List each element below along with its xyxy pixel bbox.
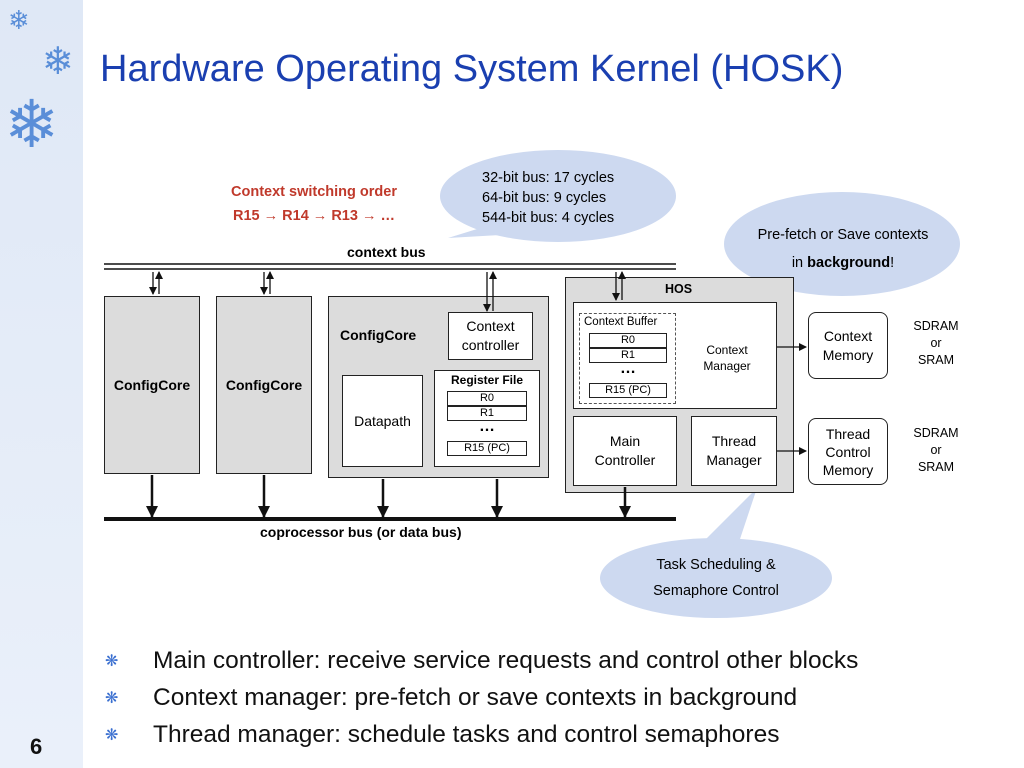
bus-cycles-line: 544-bit bus: 4 cycles [482, 210, 615, 226]
context-bus-label: context bus [347, 244, 426, 260]
page-number: 6 [30, 734, 43, 759]
snowflake-bullet-icon: ❋ [105, 688, 119, 707]
register-file-title: Register File [450, 373, 524, 387]
snowflake-icon: ❄ [42, 39, 74, 83]
prefetch-bubble [724, 192, 960, 296]
configcore-block-1: ConfigCore [104, 296, 200, 474]
context-manager-label: Context Manager [703, 343, 751, 373]
prefetch-line: Pre-fetch or Save contexts [757, 227, 929, 243]
register-file-dots: … [479, 418, 495, 435]
hos-title: HOS [665, 282, 693, 296]
register-file-reg: R1 [447, 406, 527, 421]
bus-cycles-text: 32-bit bus: 17 cycles 64-bit bus: 9 cycl… [482, 168, 614, 228]
task-line: Semaphore Control [653, 583, 779, 599]
bullet-list: ❋Main controller: receive service reques… [105, 642, 858, 753]
bus-cycles-bubble-tail [448, 225, 500, 238]
snowflake-bullet-icon: ❋ [105, 725, 119, 744]
context-buffer-dots: … [620, 360, 636, 377]
thread-manager-block: Thread Manager [691, 416, 777, 486]
snowflake-icon: ❄ [4, 86, 60, 163]
context-switch-title: Context switching order [231, 184, 397, 200]
prefetch-text: Pre-fetch or Save contexts in background… [740, 221, 946, 277]
thread-control-memory-block: Thread Control Memory [808, 418, 888, 485]
task-line: Task Scheduling & [656, 557, 776, 573]
bullet-item: ❋Context manager: pre-fetch or save cont… [105, 683, 798, 711]
configcore-block-2: ConfigCore [216, 296, 312, 474]
task-bubble-tail [705, 488, 757, 545]
bus-cycles-bubble [440, 150, 676, 242]
coprocessor-bus-label: coprocessor bus (or data bus) [260, 524, 462, 540]
context-buffer-title: Context Buffer [584, 316, 658, 328]
task-scheduling-text: Task Scheduling & Semaphore Control [626, 552, 806, 604]
main-controller-block: Main Controller [573, 416, 677, 486]
bus-cycles-line: 32-bit bus: 17 cycles [482, 170, 615, 186]
sidebar-decoration: ❄ ❄ ❄ [0, 0, 83, 768]
configcore-3-title: ConfigCore [340, 327, 417, 343]
snowflake-bullet-icon: ❋ [105, 651, 119, 670]
register-file-reg: R15 (PC) [447, 441, 527, 456]
context-buffer-reg: R0 [589, 333, 667, 348]
prefetch-line-2: in background! [791, 255, 895, 271]
bullet-item: ❋Main controller: receive service reques… [105, 646, 859, 674]
context-controller-block: Context controller [448, 312, 533, 360]
context-switch-order: R15 → R14 → R13 → … [233, 208, 395, 224]
snowflake-icon: ❄ [8, 6, 30, 36]
context-memory-block: Context Memory [808, 312, 888, 379]
context-switch-label: Context switching order R15 → R14 → R13 … [206, 180, 422, 228]
register-file-reg: R0 [447, 391, 527, 406]
bullet-item: ❋Thread manager: schedule tasks and cont… [105, 720, 780, 748]
slide-title: Hardware Operating System Kernel (HOSK) [100, 48, 844, 90]
context-buffer-reg: R1 [589, 348, 667, 363]
task-bubble [600, 538, 832, 618]
bus-cycles-line: 64-bit bus: 9 cycles [482, 190, 607, 206]
datapath-block: Datapath [342, 375, 423, 467]
context-buffer-reg: R15 (PC) [589, 383, 667, 398]
